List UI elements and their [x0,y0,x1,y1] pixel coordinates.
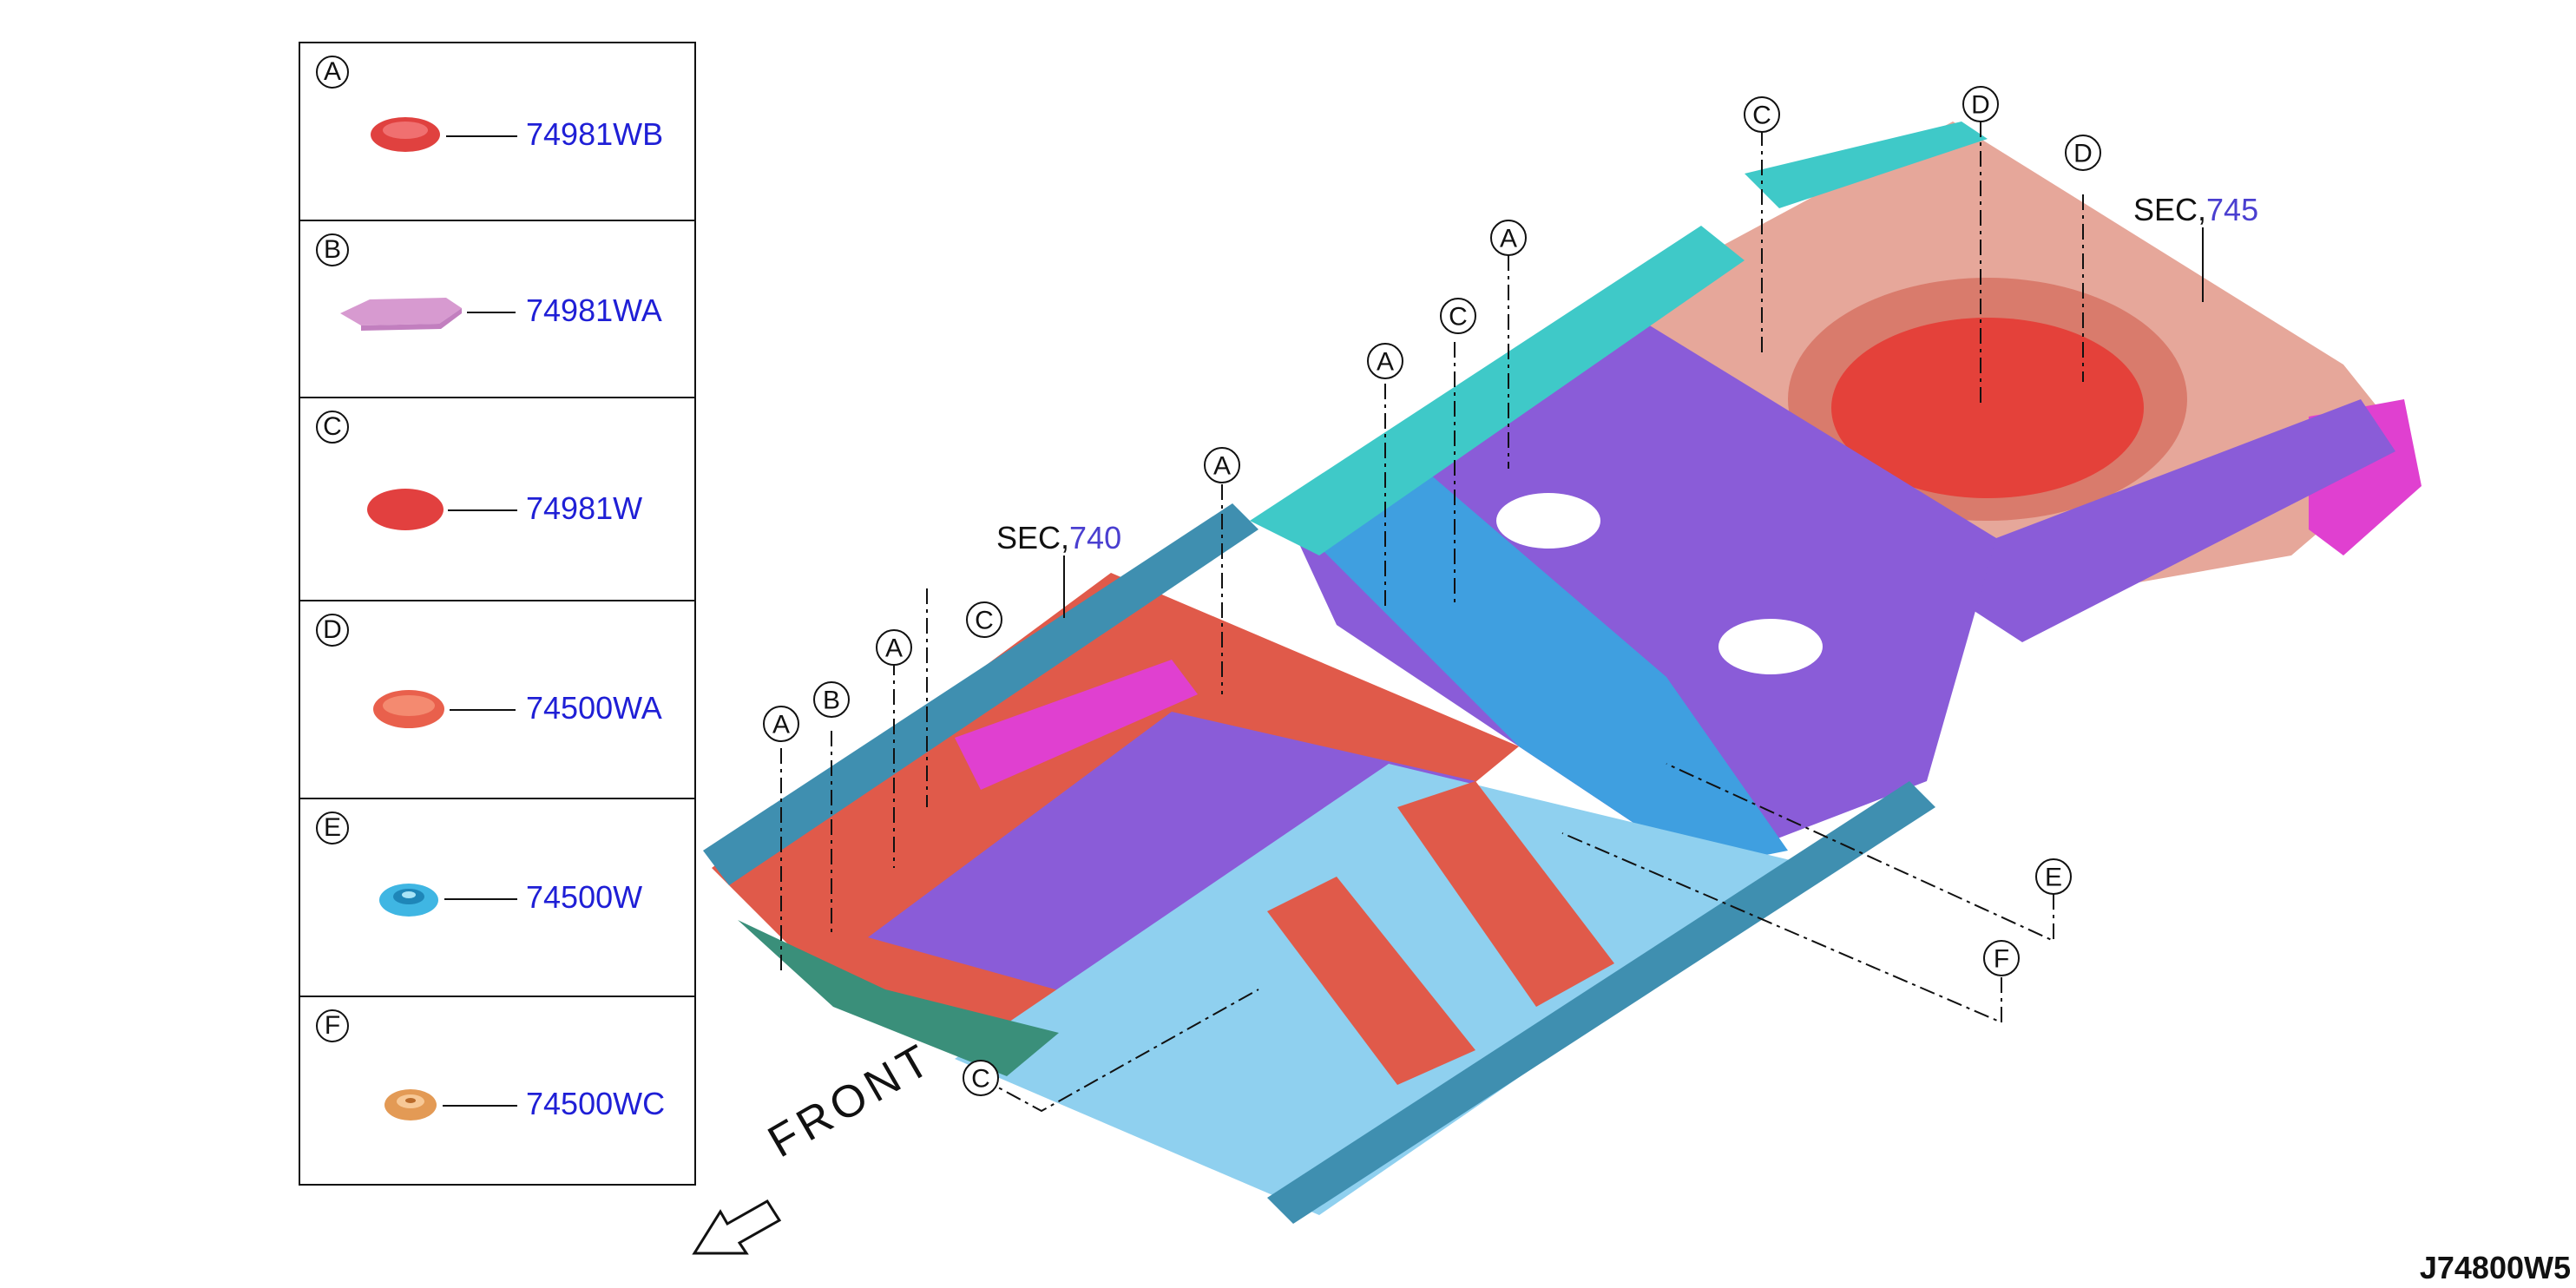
legend-row-d: D 74500WA [300,600,694,798]
callout-c-bottom: C [971,1065,990,1094]
legend-letter-d: D [316,614,349,647]
svg-text:SEC,745: SEC,745 [2133,192,2258,227]
sec-745-reference[interactable]: SEC,745 [2133,192,2258,302]
callout-b-left: B [823,687,840,715]
callout-a-far-left: A [772,711,790,739]
legend-leader-d [450,709,516,711]
diagram-id: J74800W5 [2419,1250,2571,1285]
legend-leader-f [443,1105,517,1107]
legend-row-e: E 74500W [300,798,694,996]
front-cross-member-1 [955,660,1198,790]
callout-d-center: D [1971,91,1990,120]
callout-f: F [1994,945,2009,974]
legend-row-a: A 74981WB [300,43,694,220]
right-side-sill [1267,781,1935,1224]
callout-e: E [2045,864,2062,892]
legend-letter-f: F [316,1009,349,1042]
part-link-74500w[interactable]: 74500W [526,879,643,915]
callouts: C D D A C A A C A B A C E F [763,86,2101,1096]
legend-letter-c: C [316,411,349,444]
callout-a-left: A [885,634,903,663]
callout-a-rear: A [1500,225,1517,253]
grommet-a-icon [371,117,440,152]
sec-745-link[interactable]: 745 [2206,192,2258,227]
legend-row-b: B 74981WA [300,220,694,397]
plug-d-icon [373,690,444,728]
pad-b-icon [340,298,462,331]
sec-740-reference[interactable]: SEC,740 [996,520,1121,618]
legend-letter-a: A [316,56,349,89]
parts-legend: A 74981WB B 74981WA C 74981W D 74500 [299,42,696,1186]
leader-f [1561,832,2002,1024]
part-link-74981wa[interactable]: 74981WA [526,292,662,328]
grommet-c-icon [367,489,444,530]
sec-740-link[interactable]: 740 [1069,520,1121,555]
callout-c-rear: C [1752,102,1771,130]
legend-row-c: C 74981W [300,397,694,600]
teal-side-sill [1250,226,1745,555]
legend-leader-b [467,312,516,313]
plug-f-icon [384,1089,437,1120]
legend-row-f: F 74500WC [300,996,694,1186]
legend-leader-a [446,135,517,137]
front-floor-tunnel [868,712,1475,1024]
part-link-74500wc[interactable]: 74500WC [526,1086,666,1121]
callout-leaders [780,122,2084,1113]
plug-e-icon [379,884,438,917]
legend-leader-c [448,509,517,511]
part-link-74500wa[interactable]: 74500WA [526,690,662,726]
floor-hole-2 [1718,619,1823,674]
leader-e [1666,763,2054,943]
floor-panel-illustration [703,122,2422,1224]
sec-745-prefix: SEC, [2133,192,2206,227]
center-cross-member-blue [1285,469,1788,868]
part-link-74981w[interactable]: 74981W [526,490,643,526]
callout-c-mid: C [1449,303,1468,332]
legend-letter-b: B [316,233,349,266]
front-arrow-icon [692,1199,782,1255]
rear-side-member-teal [1745,122,1988,208]
legend-letter-e: E [316,812,349,844]
callout-d-right: D [2073,140,2093,168]
part-link-74981wb[interactable]: 74981WB [526,116,664,152]
sec-740-prefix: SEC, [996,520,1069,555]
leader-c-bottom [980,989,1259,1113]
svg-text:SEC,740: SEC,740 [996,520,1121,555]
floor-hole-1 [1496,493,1600,549]
legend-leader-e [444,898,517,900]
front-cross-member-3 [1267,877,1475,1085]
left-side-sill [703,503,1258,885]
callout-a-mid: A [1377,348,1394,377]
callout-c-left: C [975,607,994,635]
spare-tire-well-floor [1831,318,2144,498]
front-cross-member-2 [1397,781,1614,1007]
front-footwell [738,920,1059,1076]
callout-a-front: A [1213,452,1231,481]
